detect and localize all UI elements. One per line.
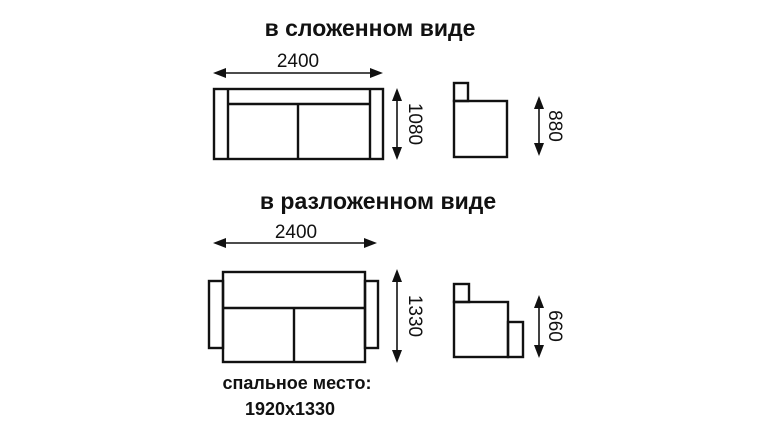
unfolded-depth-label: 1330 [404, 295, 425, 337]
unfolded-height-label: 660 [544, 310, 565, 342]
folded-width-label: 2400 [277, 51, 319, 72]
unfolded-depth-arrow [392, 269, 402, 363]
unfolded-width-arrow [213, 238, 377, 248]
unfolded-width-label: 2400 [275, 222, 317, 243]
folded-sofa-side-view [452, 81, 509, 159]
folded-depth-label: 1080 [404, 103, 425, 145]
unfolded-sofa-side-view [452, 282, 525, 359]
folded-title: в сложенном виде [265, 15, 476, 41]
unfolded-height-arrow [534, 295, 544, 358]
folded-height-arrow [534, 96, 544, 156]
unfolded-title: в разложенном виде [260, 188, 496, 214]
folded-width-arrow [213, 68, 383, 78]
folded-sofa-top-view [212, 87, 385, 161]
unfolded-sofa-top-view [207, 270, 380, 364]
folded-height-label: 880 [544, 110, 565, 142]
sleeping-area-size: 1920x1330 [245, 399, 335, 419]
folded-depth-arrow [392, 88, 402, 160]
sleeping-area-label: спальное место: [223, 373, 372, 393]
